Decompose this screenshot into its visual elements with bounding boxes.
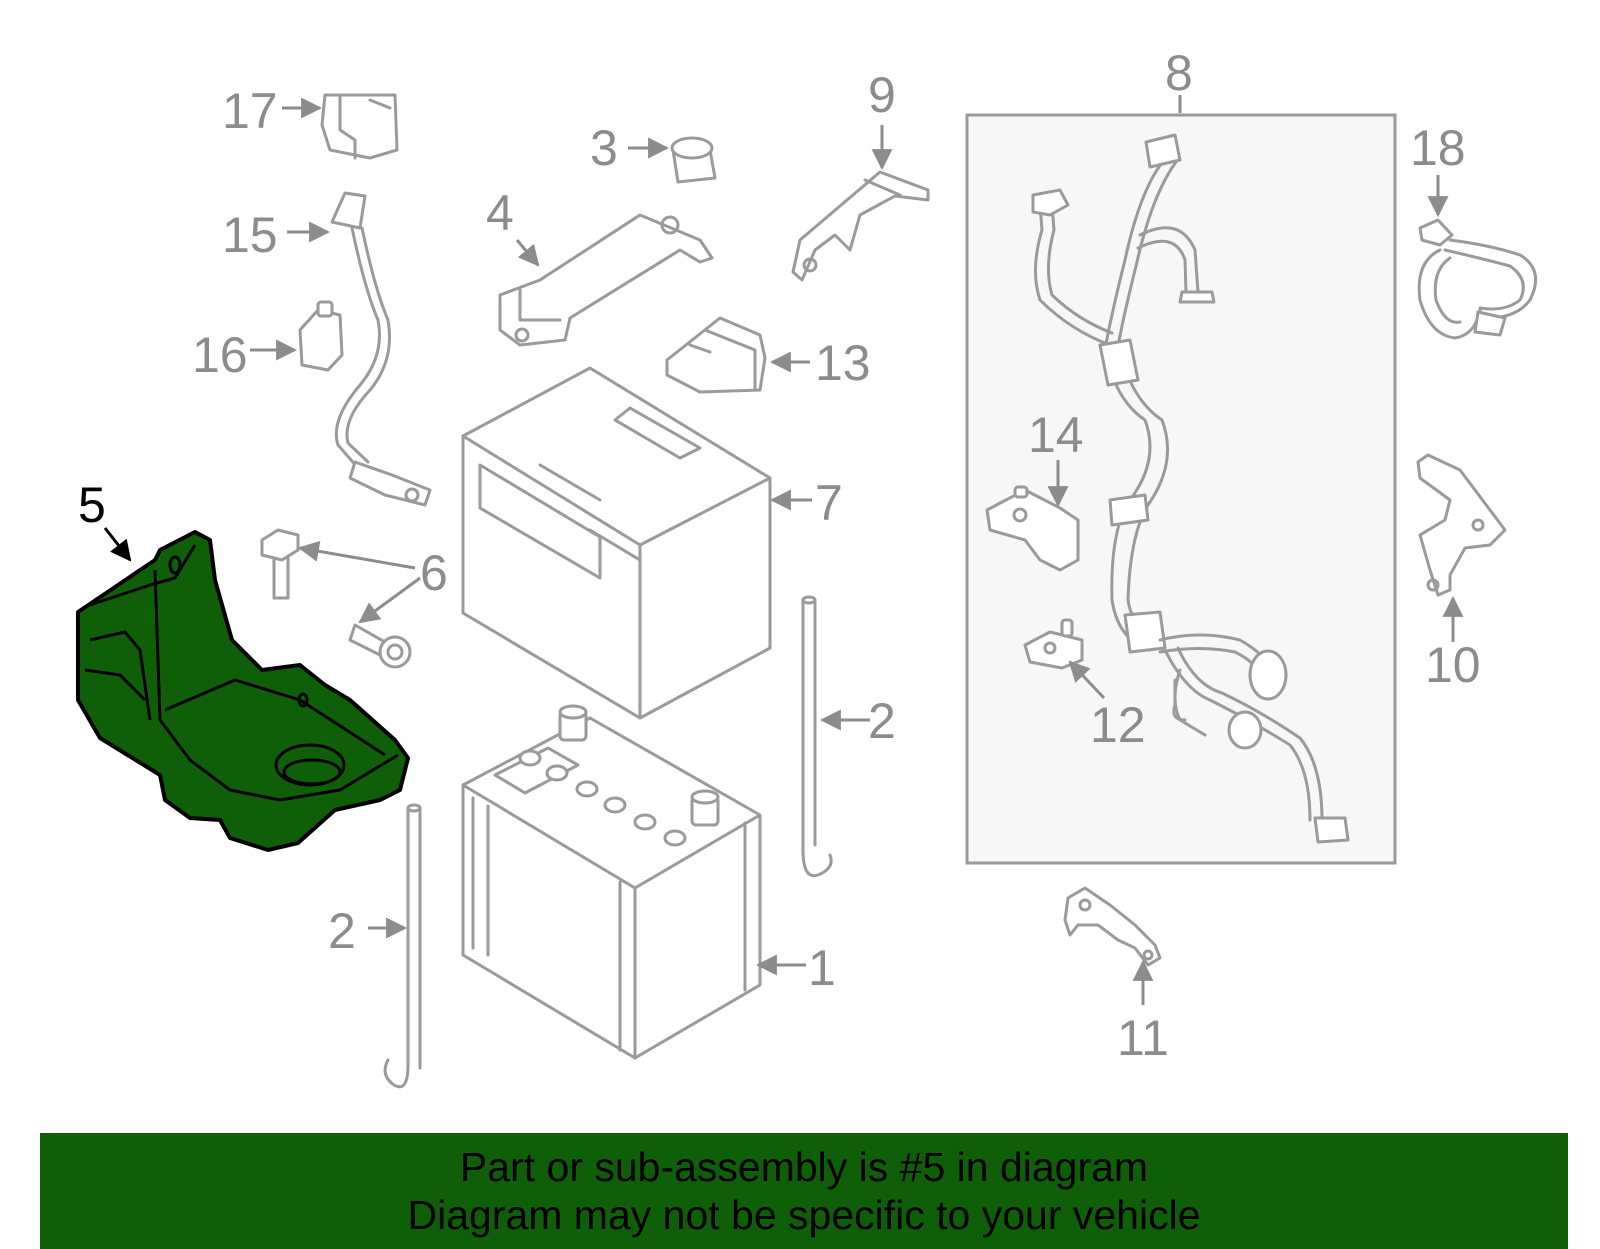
callout-12: 12 (1090, 697, 1146, 753)
part-2-rod-right[interactable] (801, 595, 833, 878)
callout-14: 14 (1028, 407, 1084, 463)
callout-2-left: 2 (328, 903, 356, 959)
callout-11: 11 (1117, 1010, 1169, 1066)
callout-3: 3 (590, 120, 618, 176)
part-5-battery-tray[interactable] (76, 530, 410, 852)
info-banner: Part or sub-assembly is #5 in diagram Di… (40, 1133, 1568, 1249)
banner-line-2: Diagram may not be specific to your vehi… (407, 1192, 1201, 1238)
leader-4 (515, 239, 540, 267)
part-14-bracket[interactable] (985, 485, 1080, 572)
part-13-terminal-cover[interactable] (665, 316, 767, 394)
callout-10: 10 (1425, 637, 1481, 693)
callout-16: 16 (192, 327, 248, 383)
banner-line-1: Part or sub-assembly is #5 in diagram (459, 1144, 1149, 1190)
leader-6a (297, 540, 416, 570)
part-1-battery[interactable] (461, 704, 762, 1060)
part-12-clip[interactable] (1023, 618, 1084, 670)
part-18-cable[interactable] (1417, 218, 1538, 340)
leader-5 (103, 527, 132, 562)
part-6-bolt-lower[interactable] (348, 623, 412, 669)
callout-8: 8 (1165, 45, 1193, 101)
part-7-battery-cover[interactable] (461, 366, 772, 720)
part-11-bracket[interactable] (1063, 886, 1162, 967)
callout-6: 6 (420, 545, 448, 601)
callout-4: 4 (486, 185, 514, 241)
callout-13: 13 (815, 335, 871, 391)
part-10-bracket[interactable] (1416, 453, 1507, 597)
part-16-clamp[interactable] (298, 300, 344, 372)
callout-15: 15 (222, 207, 278, 263)
callout-5: 5 (78, 477, 106, 533)
leader-12 (1068, 660, 1106, 700)
part-8-harness[interactable] (1031, 133, 1350, 844)
part-9-bracket[interactable] (791, 170, 930, 282)
callout-9: 9 (868, 67, 896, 123)
part-15-ground-cable[interactable] (330, 191, 432, 507)
callout-18: 18 (1410, 120, 1466, 176)
part-6-bolt-upper[interactable] (260, 528, 300, 600)
part-4-bracket[interactable] (498, 213, 714, 347)
leader-6b (358, 576, 421, 624)
callout-17: 17 (222, 83, 278, 139)
part-17-connector[interactable] (320, 93, 399, 160)
callout-2-right: 2 (868, 693, 896, 749)
part-2-rod-left[interactable] (383, 803, 422, 1089)
callout-1: 1 (808, 940, 836, 996)
callout-7: 7 (815, 475, 843, 531)
part-3-nut[interactable] (670, 136, 717, 184)
harness-kit-box (965, 113, 1397, 865)
